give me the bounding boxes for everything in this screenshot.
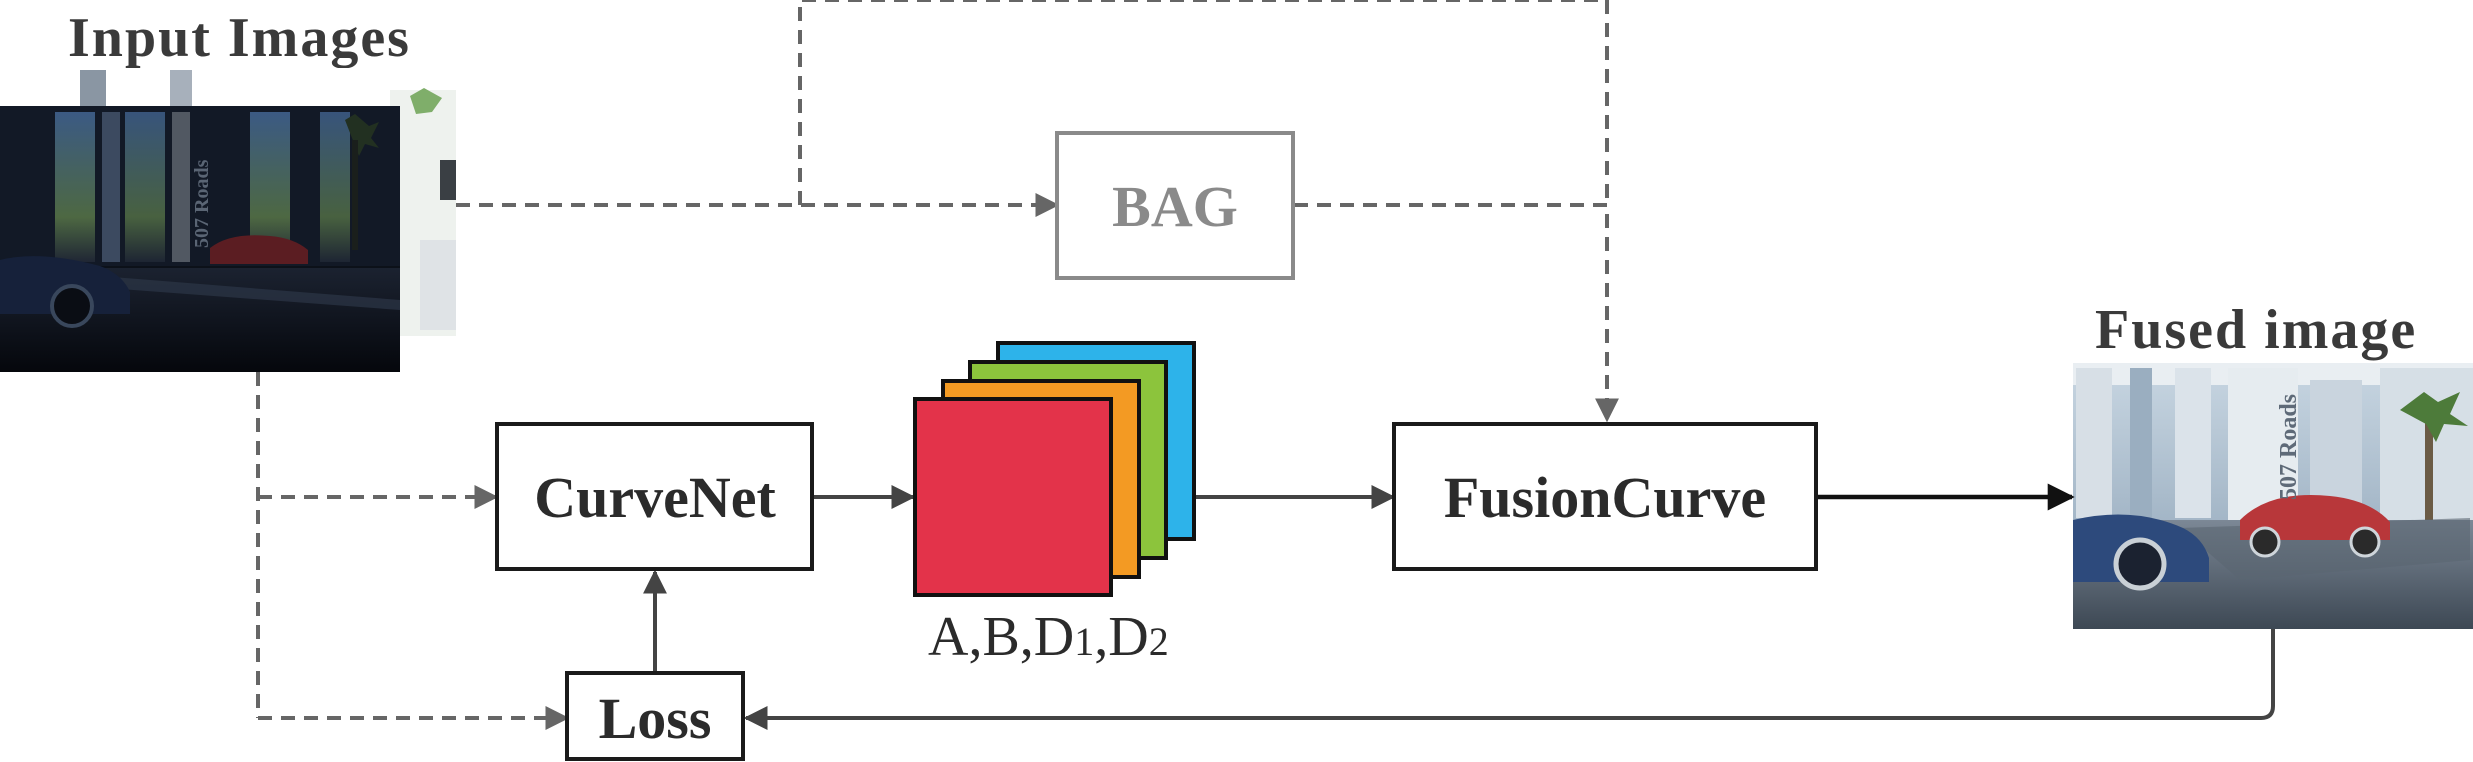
input-image-dark: 507 Roads xyxy=(0,106,400,372)
fused-photo-sign: 507 Roads xyxy=(2276,394,2302,500)
connectors xyxy=(256,0,2275,730)
parameter-maps xyxy=(913,341,1196,597)
fusioncurve-label: FusionCurve xyxy=(1444,465,1766,530)
edge-output-to-loss xyxy=(743,629,2275,730)
input-images-title: Input Images xyxy=(68,7,411,69)
edge-input-bypass-top xyxy=(798,0,1609,205)
input-images: 507 Roads xyxy=(0,68,456,372)
parameter-label: A,B,D1,D2 xyxy=(928,606,1169,668)
curvenet-box: CurveNet xyxy=(495,422,814,571)
param-label-sep: ,D xyxy=(1094,606,1148,668)
fused-image: 507 Roads xyxy=(2073,363,2473,629)
edge-bag-to-fusioncurve xyxy=(1294,203,1619,423)
param-map-red xyxy=(913,397,1113,597)
input-photo-sign: 507 Roads xyxy=(191,159,213,248)
loss-box: Loss xyxy=(565,671,745,761)
fused-image-title: Fused image xyxy=(2095,299,2417,361)
curvenet-label: CurveNet xyxy=(534,465,776,530)
bag-box: BAG xyxy=(1055,131,1295,280)
loss-label: Loss xyxy=(599,686,712,751)
param-label-prefix: A,B,D xyxy=(928,606,1074,668)
bag-label: BAG xyxy=(1112,174,1238,239)
param-label-sub1: 1 xyxy=(1074,619,1094,664)
fusioncurve-box: FusionCurve xyxy=(1392,422,1818,571)
param-label-sub2: 2 xyxy=(1149,619,1169,664)
